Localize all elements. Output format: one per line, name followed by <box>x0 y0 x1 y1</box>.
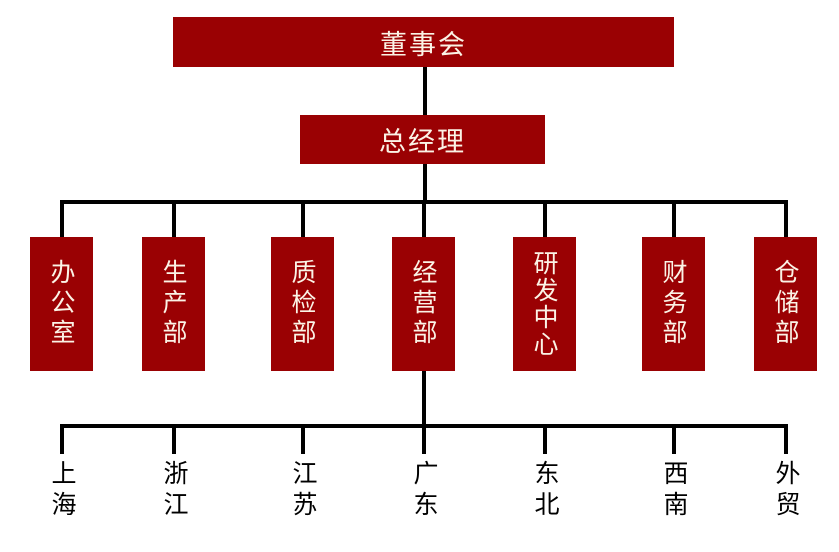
org-node-general-manager: 总经理 <box>300 115 545 164</box>
region-label-guangdong: 广东 <box>409 460 439 526</box>
connector-drop-region-5 <box>543 424 547 454</box>
connector-drop-dept-6 <box>672 200 676 238</box>
connector-drop-region-2 <box>172 424 176 454</box>
region-text: 上海 <box>48 460 77 522</box>
region-text: 东北 <box>531 460 560 522</box>
org-node-dept-operations: 经营部 <box>392 237 455 371</box>
dept-label: 办公室 <box>47 259 76 349</box>
dept-label: 仓储部 <box>771 259 800 349</box>
connector-gm-to-bus <box>423 164 427 202</box>
connector-board-to-gm <box>423 67 427 115</box>
region-label-foreign-trade: 外贸 <box>771 460 801 526</box>
connector-drop-dept-2 <box>172 200 176 238</box>
region-label-jiangsu: 江苏 <box>288 460 318 526</box>
region-text: 浙江 <box>160 460 189 522</box>
dept-label: 研发中心 <box>530 250 559 358</box>
region-text: 西南 <box>660 460 689 522</box>
org-node-dept-finance: 财务部 <box>642 237 705 371</box>
dept-label: 财务部 <box>659 259 688 349</box>
dept-label: 质检部 <box>288 259 317 349</box>
region-label-southwest: 西南 <box>659 460 689 526</box>
org-node-dept-warehouse: 仓储部 <box>754 237 817 371</box>
region-text: 江苏 <box>289 460 318 522</box>
connector-drop-region-3 <box>301 424 305 454</box>
connector-drop-dept-1 <box>60 200 64 238</box>
org-node-dept-rnd-center: 研发中心 <box>513 237 576 371</box>
connector-drop-region-6 <box>672 424 676 454</box>
connector-drop-region-4 <box>422 424 426 454</box>
connector-drop-dept-4 <box>422 200 426 238</box>
connector-drop-dept-5 <box>543 200 547 238</box>
region-text: 广东 <box>410 460 439 522</box>
connector-operations-to-bus <box>422 371 426 426</box>
org-node-dept-production: 生产部 <box>142 237 205 371</box>
connector-drop-dept-3 <box>301 200 305 238</box>
dept-label: 生产部 <box>159 259 188 349</box>
region-text: 外贸 <box>772 460 801 522</box>
connector-drop-region-1 <box>60 424 64 454</box>
org-node-dept-office: 办公室 <box>30 237 93 371</box>
region-label-shanghai: 上海 <box>47 460 77 526</box>
region-label-northeast: 东北 <box>530 460 560 526</box>
connector-drop-dept-7 <box>784 200 788 238</box>
connector-drop-region-7 <box>784 424 788 454</box>
org-node-dept-quality: 质检部 <box>271 237 334 371</box>
org-node-board: 董事会 <box>173 17 674 67</box>
dept-label: 经营部 <box>409 259 438 349</box>
region-label-zhejiang: 浙江 <box>159 460 189 526</box>
